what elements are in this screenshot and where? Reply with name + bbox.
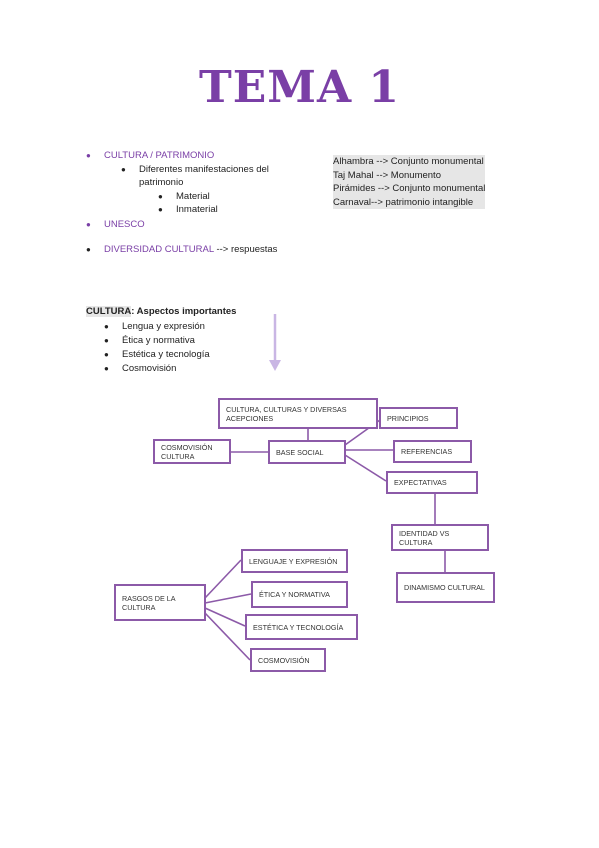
bullet-icon: ●: [86, 220, 91, 229]
box-estetica: Estética y tecnología: [245, 614, 358, 640]
box-expectativas: Expectativas: [386, 471, 478, 494]
example-line: Carnaval--> patrimonio intangible: [333, 195, 486, 209]
box-referencias: Referencias: [393, 440, 472, 463]
bullet-icon: ●: [121, 165, 126, 174]
bullet-icon: ●: [104, 322, 109, 331]
list-subsubitem-inmaterial: Inmaterial: [176, 204, 218, 215]
cultura-item: Lengua y expresión: [122, 321, 205, 332]
example-line: Alhambra --> Conjunto monumental: [333, 155, 486, 169]
example-line: Taj Mahal --> Monumento: [333, 168, 486, 182]
cultura-heading-bold: CULTURA: [86, 306, 132, 317]
box-cosmovision-cultura: Cosmovisión cultura: [153, 439, 231, 464]
cultura-heading: CULTURA: Aspectos importantes: [86, 306, 236, 317]
list-item-unesco: UNESCO: [104, 219, 145, 230]
bullet-icon: ●: [158, 192, 163, 201]
bullet-icon: ●: [158, 205, 163, 214]
cultura-item: Ética y normativa: [122, 335, 195, 346]
cultura-item: Cosmovisión: [122, 363, 177, 374]
bullet-icon: ●: [104, 364, 109, 373]
bullet-icon: ●: [86, 245, 91, 254]
box-cosmovision: Cosmovisión: [250, 648, 326, 672]
box-acepciones: Cultura, culturas y diversas acepciones: [218, 398, 378, 429]
box-principios: Principios: [379, 407, 458, 429]
page-title: TEMA 1: [198, 62, 401, 113]
box-base-social: Base social: [268, 440, 346, 464]
diversidad-label: DIVERSIDAD CULTURAL: [104, 244, 214, 255]
box-etica: Ética y normativa: [251, 581, 348, 608]
list-item-cultura-patrimonio: CULTURA / PATRIMONIO: [104, 150, 215, 161]
examples-block: Alhambra --> Conjunto monumental Taj Mah…: [333, 155, 486, 209]
bullet-icon: ●: [86, 151, 91, 160]
diversidad-suffix: --> respuestas: [213, 244, 278, 255]
box-rasgos: Rasgos de la cultura: [114, 584, 206, 621]
cultura-heading-rest: : Aspectos importantes: [131, 306, 237, 317]
bullet-icon: ●: [104, 336, 109, 345]
list-subitem-text: patrimonio: [139, 177, 184, 188]
box-dinamismo: Dinamismo cultural: [396, 572, 495, 603]
list-subitem-text: Diferentes manifestaciones del: [139, 164, 269, 175]
down-arrow-icon: [269, 314, 281, 371]
list-subsubitem-material: Material: [176, 191, 210, 202]
cultura-item: Estética y tecnología: [122, 349, 210, 360]
box-lenguaje: Lenguaje y expresión: [241, 549, 348, 573]
bullet-icon: ●: [104, 350, 109, 359]
box-identidad: Identidad vs cultura: [391, 524, 489, 551]
example-line: Pirámides --> Conjunto monumental: [333, 182, 486, 196]
list-item-diversidad: DIVERSIDAD CULTURAL --> respuestas: [104, 244, 277, 255]
